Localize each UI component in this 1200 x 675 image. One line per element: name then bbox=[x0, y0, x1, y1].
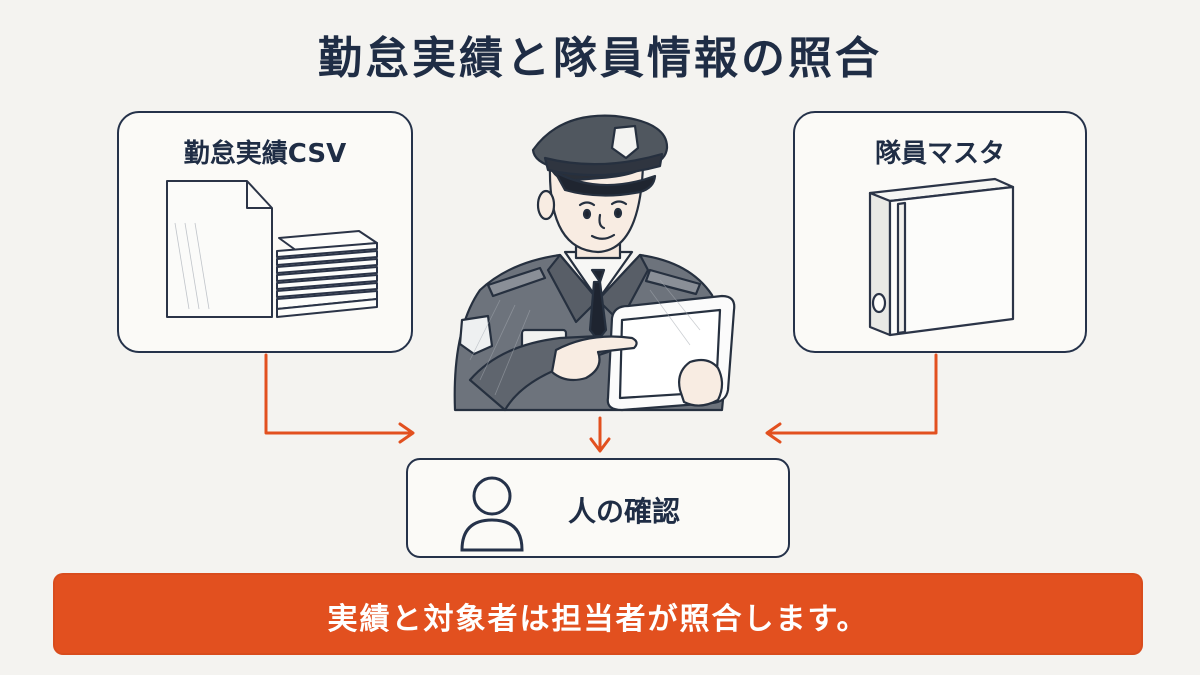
person-outline-icon bbox=[460, 476, 524, 552]
binder-icon bbox=[868, 177, 1015, 337]
csv-card: 勤怠実績CSV bbox=[117, 111, 413, 353]
page-title: 勤怠実績と隊員情報の照合 bbox=[318, 33, 882, 84]
master-card-label: 隊員マスタ bbox=[874, 139, 1005, 169]
person-check-label: 人の確認 bbox=[568, 495, 681, 528]
master-card: 隊員マスタ bbox=[793, 111, 1087, 353]
csv-card-label: 勤怠実績CSV bbox=[183, 139, 347, 169]
summary-banner: 実績と対象者は担当者が照合します。 bbox=[53, 573, 1143, 655]
arrow-csv-to-person bbox=[264, 353, 414, 435]
arrow-guard-head bbox=[589, 437, 611, 453]
summary-banner-text: 実績と対象者は担当者が照合します。 bbox=[327, 602, 869, 637]
document-stack-icon bbox=[166, 180, 378, 318]
arrow-master-head bbox=[765, 422, 782, 444]
arrow-csv-head bbox=[398, 422, 415, 444]
arrow-master-to-person bbox=[766, 353, 938, 435]
person-check-card: 人の確認 bbox=[406, 458, 790, 558]
